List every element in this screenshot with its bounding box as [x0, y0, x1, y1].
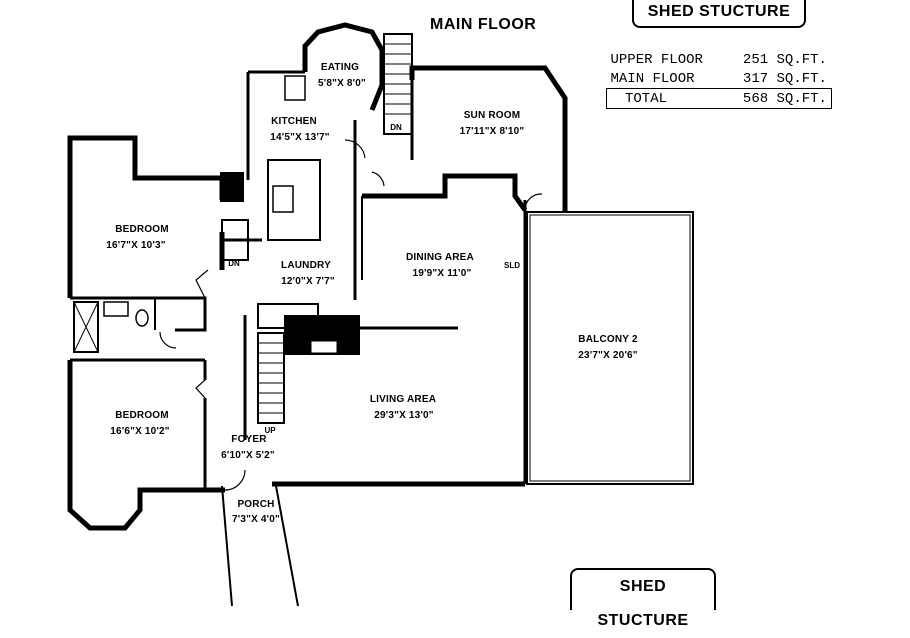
stair-main: [257, 332, 285, 424]
bedroom-upper-walls: [67, 135, 225, 298]
area-value: 568 SQ.FT.: [706, 88, 832, 109]
kitchen-fridge: [284, 75, 306, 101]
room-dims: 16'7"X 10'3": [106, 240, 166, 251]
room-dims: 14'5"X 13'7": [270, 132, 330, 143]
door-swing: [195, 269, 209, 299]
foyer-walls: [205, 481, 525, 493]
sliding-door-label: SLD: [504, 261, 520, 270]
porch-steps: [221, 485, 299, 606]
room-dims: 17'11"X 8'10": [460, 126, 525, 137]
sun-room-bottom: [362, 173, 528, 212]
area-summary-table: UPPER FLOOR 251 SQ.FT. MAIN FLOOR 317 SQ…: [605, 50, 832, 109]
stair-up-label: UP: [264, 426, 276, 435]
vanity: [103, 301, 129, 317]
stair-kitchen-treads: [384, 43, 412, 115]
room-name: SUN ROOM: [464, 110, 521, 121]
room-name: LAUNDRY: [281, 260, 331, 271]
door-swing: [224, 469, 246, 491]
area-name: MAIN FLOOR: [610, 70, 695, 87]
area-value: 251 SQ.FT.: [742, 51, 827, 68]
area-value: 317 SQ.FT.: [742, 70, 827, 87]
laundry-appliances: [257, 303, 319, 329]
kitchen-walls: [246, 70, 305, 180]
sun-room-walls: [409, 65, 568, 212]
room-name: EATING: [321, 62, 359, 73]
room-name: DINING AREA: [406, 252, 474, 263]
room-dims: 16'6"X 10'2": [110, 426, 170, 437]
toilet: [135, 309, 149, 327]
area-row-total: TOTAL 568 SQ.FT.: [605, 88, 832, 109]
fireplace-opening: [311, 341, 337, 353]
stair-down-label: DN: [228, 259, 240, 268]
laundry-stair: [221, 219, 249, 261]
stair-down-label: DN: [390, 123, 402, 132]
door-swing: [524, 193, 543, 211]
shower-x: [73, 301, 99, 353]
room-dims: 23'7"X 20'6": [578, 350, 638, 361]
plan-title: MAIN FLOOR: [430, 16, 537, 33]
bath-walls: [70, 296, 207, 332]
kitchen-range: [272, 185, 294, 213]
door-swings: [159, 139, 543, 491]
interior-wall-laundry: [222, 120, 357, 300]
kitchen-island: [267, 159, 321, 241]
shed-structure-text: SHED STUCTURE: [647, 3, 791, 20]
walls: [67, 22, 694, 606]
area-name: TOTAL: [605, 88, 707, 109]
room-name: PORCH: [237, 499, 274, 510]
balcony-outline-inner: [529, 214, 691, 482]
shower: [73, 301, 99, 353]
bedroom-lower-walls: [67, 360, 205, 531]
room-name: LIVING AREA: [370, 394, 436, 405]
bedroom-upper-closet: [220, 172, 244, 202]
shed-structure-label-top: SHED STUCTURE: [632, 0, 806, 28]
annotations: DN DN UP SLD: [228, 123, 520, 435]
room-name: BEDROOM: [115, 410, 169, 421]
eating-bay: [302, 22, 385, 111]
area-name: UPPER FLOOR: [610, 51, 703, 68]
room-dims: 12'0"X 7'7": [281, 276, 335, 287]
door-swing: [159, 331, 177, 349]
area-row-main: MAIN FLOOR 317 SQ.FT.: [607, 69, 832, 89]
room-name: BALCONY 2: [578, 334, 638, 345]
room-name: BEDROOM: [115, 224, 169, 235]
door-swing: [371, 171, 385, 187]
floor-plan: EATING 5'8"X 8'0" KITCHEN 14'5"X 13'7" S…: [67, 22, 694, 606]
room-dims: 6'10"X 5'2": [221, 450, 275, 461]
door-swing: [344, 139, 366, 159]
room-labels: EATING 5'8"X 8'0" KITCHEN 14'5"X 13'7" S…: [106, 62, 638, 525]
room-dims: 5'8"X 8'0": [318, 78, 366, 89]
balcony-outline: [526, 211, 694, 485]
room-dims: 29'3"X 13'0": [374, 410, 434, 421]
area-row-upper: UPPER FLOOR 251 SQ.FT.: [607, 50, 832, 69]
room-dims: 7'3"X 4'0": [232, 514, 280, 525]
room-name: FOYER: [231, 434, 267, 445]
room-dims: 19'9"X 11'0": [413, 268, 472, 279]
room-name: KITCHEN: [271, 116, 317, 127]
door-swing: [195, 379, 206, 399]
stair-treads: [258, 342, 284, 414]
